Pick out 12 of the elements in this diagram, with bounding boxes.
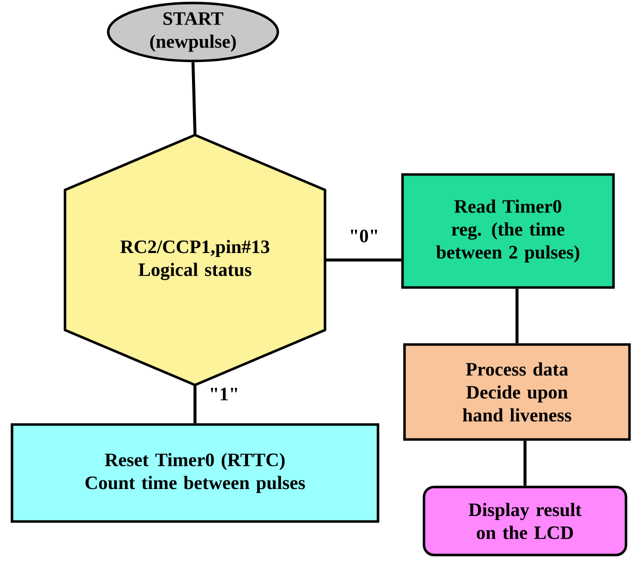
connector-line (516, 288, 518, 344)
decision-hexagon: RC2/CCP1,pin#13 Logical status (64, 134, 326, 386)
process-box: Process data Decide upon hand liveness (403, 343, 631, 441)
edge-label: "0" (348, 228, 380, 244)
connector-line (524, 440, 526, 486)
connector-line (194, 385, 196, 424)
connector-line (192, 62, 196, 135)
display-box: Display result on the LCD (422, 486, 628, 556)
process-box: Read Timer0 reg. (the time between 2 pulses) (401, 173, 615, 289)
edge-label: "1" (208, 386, 240, 402)
process-box: Reset Timer0 (RTTC) Count time between pulses (10, 423, 380, 523)
connector-line (325, 258, 402, 262)
